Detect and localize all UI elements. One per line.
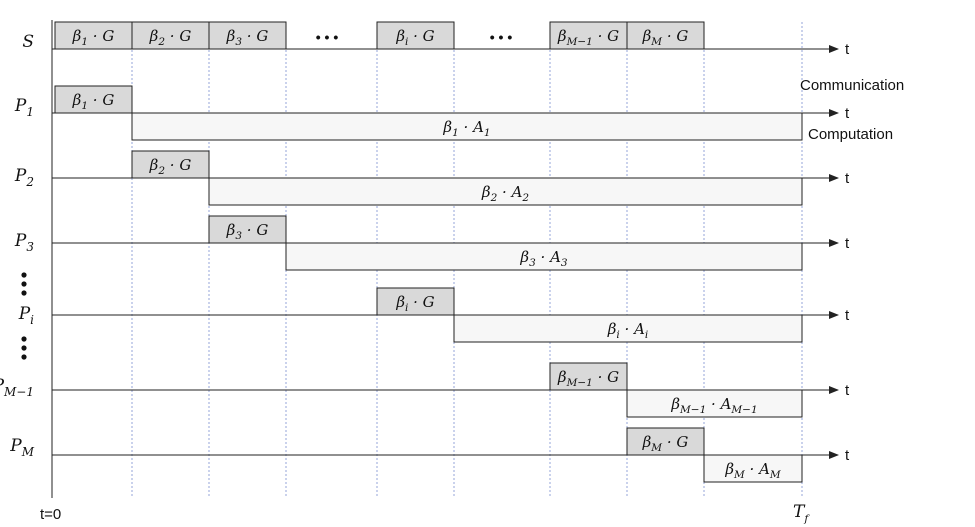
start-label: t=0	[40, 506, 61, 523]
server-communication-boxes: β1 · G β2 · G β3 · G βi · G βM−1 · G βM · G	[54, 21, 705, 50]
comp-label: βi · Ai	[607, 320, 649, 341]
comp-label: βM−1 · AM−1	[670, 395, 757, 416]
row-label-0: S	[22, 32, 34, 52]
comm-label: βM · G	[642, 433, 689, 454]
row-label-2: P2	[14, 166, 34, 189]
server-comm-label: βi · G	[395, 27, 434, 48]
server-comm-box	[54, 21, 133, 50]
row-label-4: Pi	[18, 304, 34, 327]
server-comm-label: βM · G	[642, 27, 689, 48]
server-comm-label: β1 · G	[72, 27, 115, 48]
t-label: t	[845, 382, 850, 399]
comp-box-p2	[208, 177, 803, 206]
t-label: t	[845, 105, 850, 122]
comp-label: β1 · A1	[442, 118, 490, 139]
ellipsis-1: • • •	[316, 29, 339, 45]
comp-label: β2 · A2	[481, 183, 530, 204]
row-labels: S P1P2P3PiPM−1PM	[0, 32, 35, 459]
server-comm-label: β3 · G	[226, 27, 269, 48]
comm-label: βi · G	[395, 293, 434, 314]
comp-box-p6	[703, 454, 803, 483]
t-label: t	[845, 41, 850, 58]
ellipsis-2: • • •	[490, 29, 513, 45]
t-label: t	[845, 447, 850, 464]
vertical-ellipsis-2	[21, 336, 27, 360]
legend-computation: Computation	[808, 126, 893, 143]
server-comm-box	[131, 21, 210, 50]
comm-box-p5	[549, 362, 628, 391]
comm-box-p1	[54, 85, 133, 114]
row-label-6: PM	[9, 436, 34, 459]
comm-box-p2	[131, 150, 210, 179]
server-comm-box	[549, 21, 628, 50]
comp-box-p3	[285, 242, 803, 271]
comp-box-p4	[453, 314, 803, 343]
vertical-ellipsis-1	[21, 272, 27, 296]
comp-label: β3 · A3	[519, 248, 568, 269]
comm-label: β3 · G	[226, 221, 269, 242]
row-label-1: P1	[14, 96, 34, 119]
comm-label: β2 · G	[149, 156, 192, 177]
server-comm-label: βM−1 · G	[557, 27, 619, 48]
row-label-3: P3	[14, 231, 34, 254]
server-comm-box	[376, 21, 455, 50]
comm-label: βM−1 · G	[557, 368, 619, 389]
comp-box-p5	[626, 389, 803, 418]
end-label: Tf	[793, 502, 810, 525]
comp-label: βM · AM	[724, 460, 781, 481]
comm-box-p6	[626, 427, 705, 456]
comm-box-p3	[208, 215, 287, 244]
processor-boxes: β1 · G β1 · A1 β2 · G β2 · A2 β3 · G β3 · A3 β…	[54, 85, 803, 483]
t-label: t	[845, 307, 850, 324]
server-comm-label: β2 · G	[149, 27, 192, 48]
server-comm-box	[208, 21, 287, 50]
server-comm-box	[626, 21, 705, 50]
t-label: t	[845, 235, 850, 252]
t-label: t	[845, 170, 850, 187]
comm-label: β1 · G	[72, 91, 115, 112]
row-label-5: PM−1	[0, 376, 34, 399]
legend-communication: Communication	[800, 77, 904, 94]
comm-box-p4	[376, 287, 455, 316]
comp-box-p1	[131, 112, 803, 141]
